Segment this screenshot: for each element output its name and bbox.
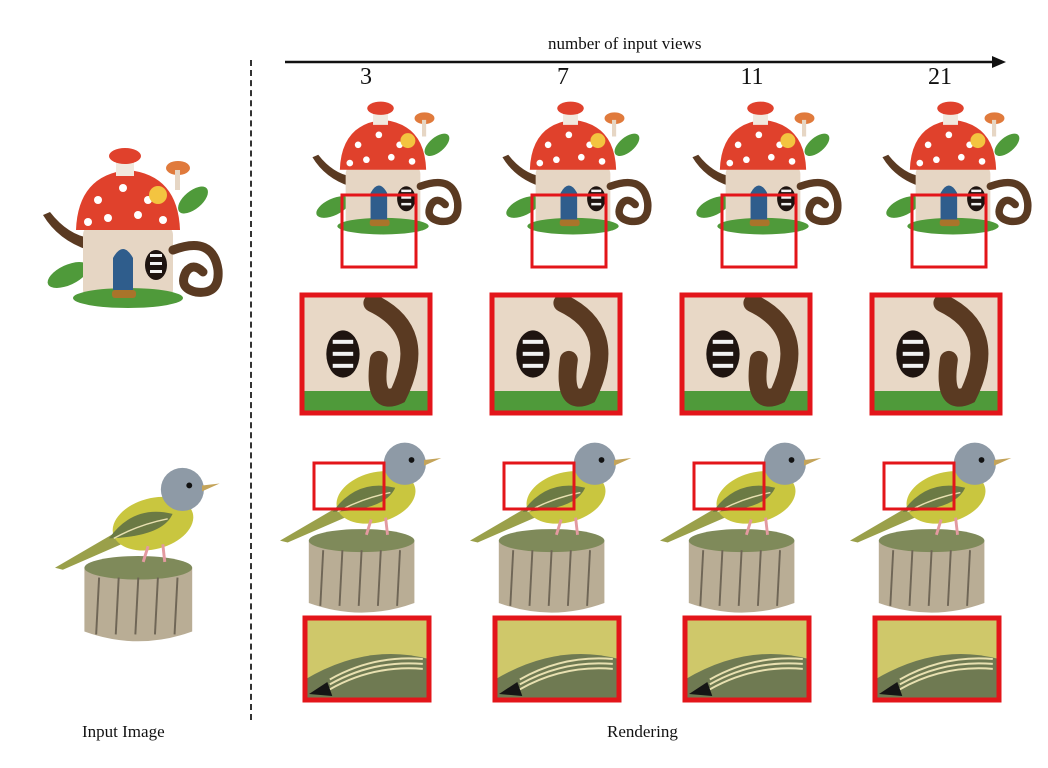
bird-render-11 <box>660 442 822 613</box>
bird-zoom-7 <box>495 618 619 700</box>
dashed-divider <box>250 60 252 720</box>
teapot-zoom-7 <box>492 294 620 413</box>
bird-roi-box-7 <box>502 461 576 511</box>
teapot-zoom-7-frame <box>489 292 623 416</box>
mushroom-teapot-input-image <box>43 148 223 308</box>
bird-on-stump-input-image <box>55 467 220 642</box>
bird-render-7 <box>470 442 632 613</box>
bird-zoom-11-frame <box>682 615 812 703</box>
rendering-caption: Rendering <box>607 722 678 741</box>
teapot-roi-box-21 <box>910 193 988 269</box>
teapot-zoom-11-frame <box>679 292 813 416</box>
bird-zoom-7-frame <box>492 615 622 703</box>
bird-zoom-21-frame <box>872 615 1002 703</box>
teapot-zoom-3 <box>302 294 430 413</box>
view-count-7: 7 <box>557 64 569 90</box>
bird-roi-box-11 <box>692 461 766 511</box>
bird-roi-box-21 <box>882 461 956 511</box>
bird-zoom-11 <box>685 618 809 700</box>
teapot-render-3 <box>312 101 462 235</box>
teapot-zoom-21 <box>872 294 1000 413</box>
teapot-zoom-21-frame <box>869 292 1003 416</box>
bird-zoom-21 <box>875 618 999 700</box>
teapot-roi-box-11 <box>720 193 798 269</box>
input-image-caption: Input Image <box>82 722 165 741</box>
teapot-roi-box-7 <box>530 193 608 269</box>
teapot-zoom-11 <box>682 294 810 413</box>
teapot-render-7 <box>502 101 652 235</box>
view-count-21: 21 <box>928 64 952 90</box>
bird-render-21 <box>850 442 1012 613</box>
bird-roi-box-3 <box>312 461 386 511</box>
bird-zoom-3 <box>305 618 429 700</box>
view-count-3: 3 <box>360 64 372 90</box>
axis-title: number of input views <box>548 34 702 53</box>
teapot-roi-box-3 <box>340 193 418 269</box>
teapot-zoom-3-frame <box>299 292 433 416</box>
bird-zoom-3-frame <box>302 615 432 703</box>
teapot-render-21 <box>882 101 1032 235</box>
bird-render-3 <box>280 442 442 613</box>
view-count-11: 11 <box>740 64 764 90</box>
teapot-render-11 <box>692 101 842 235</box>
